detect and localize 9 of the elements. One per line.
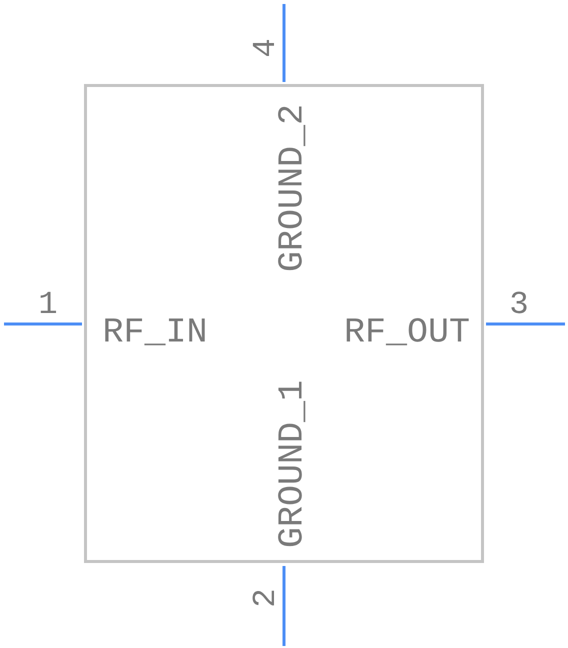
component-body [84,84,484,563]
pin-number: 1 [38,289,58,321]
pin-name: GROUND_1 [276,380,310,548]
pin-name: RF_IN [102,316,208,350]
pin-name: GROUND_2 [276,104,310,272]
pin-number: 4 [250,38,282,58]
pin-name: RF_OUT [344,316,470,350]
pin-number: 3 [509,289,529,321]
pin-number: 2 [250,588,282,608]
